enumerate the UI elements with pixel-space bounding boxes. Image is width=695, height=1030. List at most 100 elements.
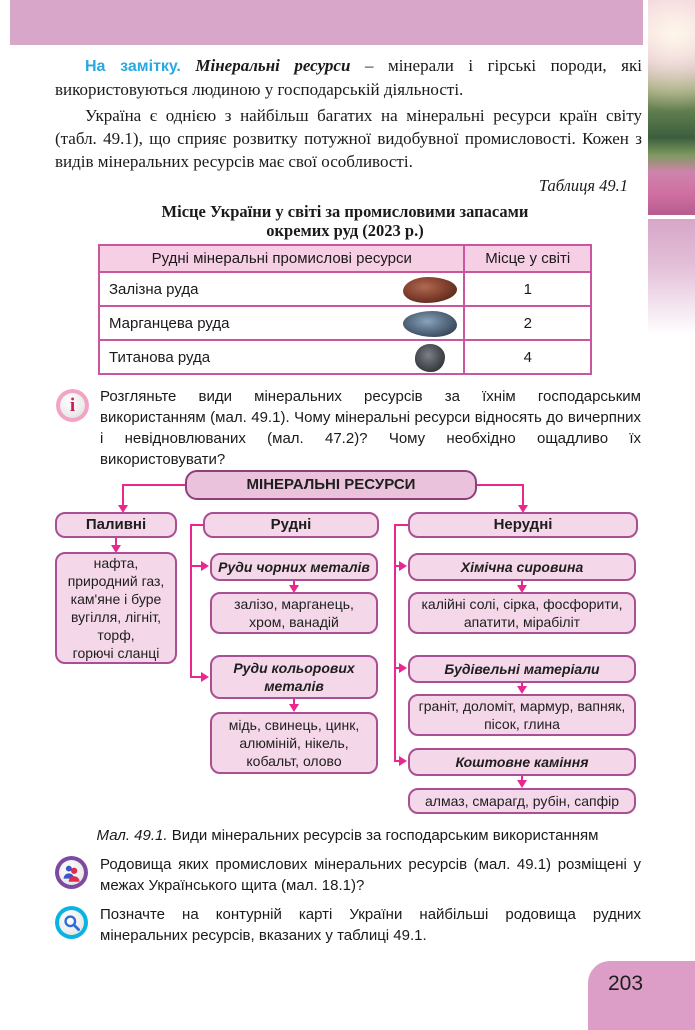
connector-line [122,484,185,486]
note-term: Мінеральні ресурси [195,56,351,75]
diagram-ore-box: Рудні [203,512,379,538]
table-row: Титанова руда 4 [97,339,592,375]
diagram-building-items: граніт, доломіт, мармур, вапняк, пісок, … [418,698,626,732]
diagram-ferrous-items: залізо, марганець, хром, ванадій [234,596,354,630]
arrow-right-icon [399,663,407,673]
diagram-ferrous-label: Руди чорних металів [218,559,370,575]
manganese-ore-photo [403,311,458,337]
arrow-down-icon [517,585,527,593]
diagram-gems-label: Коштовне каміння [455,754,589,770]
arrow-down-icon [517,686,527,694]
info-icon-inner: i [60,393,85,418]
connector-line [190,565,202,567]
ore-name: Залізна руда [109,280,199,298]
diagram-gems-items: алмаз, смарагд, рубін, сапфір [424,793,620,809]
right-pink-fade [648,219,695,335]
arrow-down-icon [518,505,528,513]
diagram-fuel-items: нафта, природний газ, кам'яне і буре вуг… [67,555,165,661]
intro-paragraph: Україна є однією з найбільш багатих на м… [55,106,642,171]
arrow-right-icon [399,561,407,571]
diagram-nonferrous-label: Руди кольорових металів [233,660,355,694]
arrow-down-icon [118,505,128,513]
note-paragraph: На замітку. Мінеральні ресурси – мінерал… [55,54,642,101]
magnifier-icon-inner [59,910,84,935]
diagram-building-label: Будівельні матеріали [444,661,600,677]
question-contour-map: Позначте на контурній карті України найб… [100,906,641,944]
arrow-down-icon [517,780,527,788]
connector-line [293,581,295,587]
top-pink-band [10,0,643,45]
table-header-resources: Рудні мінеральні промислові ресурси [97,244,466,273]
connector-line [190,524,192,678]
diagram-fuel-items-box: нафта, природний газ, кам'яне і буре вуг… [55,552,177,664]
people-icon [55,856,88,889]
note-label: На замітку. [85,58,181,75]
diagram-nonore-box: Нерудні [408,512,638,538]
people-icon-inner [59,860,84,885]
connector-line [477,484,524,486]
diagram-ferrous-items-box: залізо, марганець, хром, ванадій [210,592,378,634]
figure-caption-text: Види мінеральних ресурсів за господарськ… [167,827,599,844]
ore-place: 2 [463,305,592,341]
diagram-nonferrous-items-box: мідь, свинець, цинк, алюміній, нікель, к… [210,712,378,774]
connector-line [293,699,295,706]
connector-line [115,538,117,547]
diagram-ferrous-box: Руди чорних металів [210,553,378,581]
table-reference-label: Таблиця 49.1 [538,176,628,195]
arrow-down-icon [111,545,121,553]
nature-photo [648,0,695,215]
diagram-gems-items-box: алмаз, смарагд, рубін, сапфір [408,788,636,814]
diagram-nonore-label: Нерудні [493,516,553,533]
connector-line [521,776,523,782]
table-title-line1: Місце України у світі за промисловими за… [161,202,529,221]
connector-line [521,683,523,688]
table-row: Залізна руда 1 [97,271,592,307]
diagram-gems-box: Коштовне каміння [408,748,636,776]
ore-place: 1 [463,271,592,307]
arrow-right-icon [201,672,209,682]
arrow-down-icon [289,585,299,593]
diagram-ore-label: Рудні [270,516,312,533]
table-title-line2: окремих руд (2023 р.) [266,221,424,240]
magnifier-icon [55,906,88,939]
diagram-nonferrous-items: мідь, свинець, цинк, алюміній, нікель, к… [228,717,360,769]
diagram-chemical-label: Хімічна сировина [460,559,584,575]
ore-name: Марганцева руда [109,314,230,332]
diagram-root-box: МІНЕРАЛЬНІ РЕСУРСИ [185,470,477,500]
diagram-chemical-items: калійні солі, сірка, фосфорити, апатити,… [421,596,623,630]
connector-line [122,484,124,506]
diagram-fuel-box: Паливні [55,512,177,538]
arrow-right-icon [201,561,209,571]
diagram-nonferrous-box: Руди кольорових металів [210,655,378,699]
iron-ore-photo [403,277,458,303]
table-header-row: Рудні мінеральні промислові ресурси Місц… [97,244,592,273]
table-header-place: Місце у світі [463,244,592,273]
question-consider: Розгляньте види мінеральних ресурсів за … [100,388,641,468]
arrow-down-icon [289,704,299,712]
connector-line [522,484,524,506]
question-deposits: Родовища яких промислових мінеральних ре… [100,856,641,894]
page-number-block: 203 [588,961,695,1030]
figure-caption-ref: Мал. 49.1. [96,827,168,844]
connector-line [394,524,396,762]
diagram-chemical-box: Хімічна сировина [408,553,636,581]
figure-caption: Мал. 49.1. Види мінеральних ресурсів за … [55,827,640,844]
ore-name: Титанова руда [109,348,211,366]
diagram-fuel-label: Паливні [85,516,147,533]
ore-place: 4 [463,339,592,375]
connector-line [521,581,523,587]
info-icon: i [56,389,89,422]
ores-table: Рудні мінеральні промислові ресурси Місц… [97,244,592,375]
diagram-root-label: МІНЕРАЛЬНІ РЕСУРСИ [246,476,416,493]
titanium-ore-photo [415,344,446,372]
arrow-right-icon [399,756,407,766]
diagram-building-items-box: граніт, доломіт, мармур, вапняк, пісок, … [408,694,636,736]
diagram-building-box: Будівельні матеріали [408,655,636,683]
table-title: Місце України у світі за промисловими за… [98,202,592,240]
page-number: 203 [608,972,644,995]
diagram-chemical-items-box: калійні солі, сірка, фосфорити, апатити,… [408,592,636,634]
connector-line [190,524,203,526]
note-text: – мінерали і гірські породи, які викорис… [55,56,642,99]
connector-line [394,524,408,526]
